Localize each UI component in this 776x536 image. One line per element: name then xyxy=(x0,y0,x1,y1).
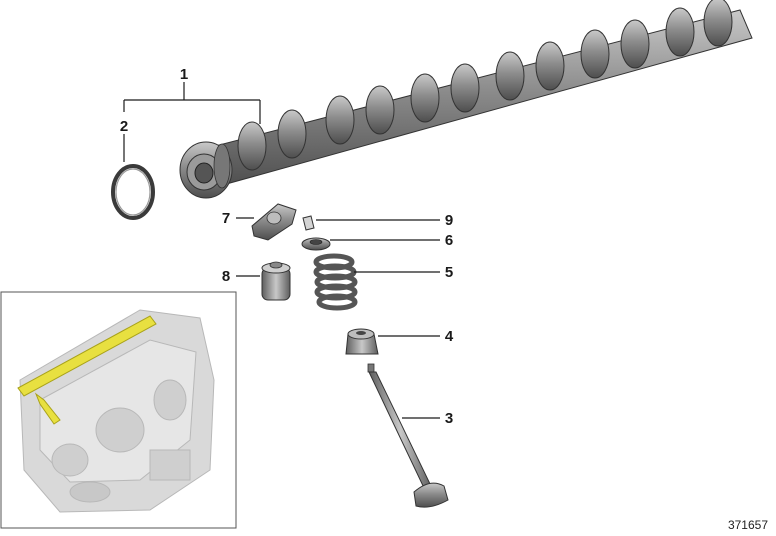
callout-6: 6 xyxy=(445,232,453,249)
callout-3: 3 xyxy=(445,410,453,427)
roller-rocker-arm xyxy=(251,203,297,241)
valve-stem-seal xyxy=(345,328,379,355)
callout-4: 4 xyxy=(445,328,454,345)
valve-spring xyxy=(313,253,358,311)
engine-inset xyxy=(0,291,237,529)
callout-2: 2 xyxy=(120,118,128,135)
callout-7: 7 xyxy=(222,210,230,227)
hydraulic-valve-lifter xyxy=(261,261,291,301)
spring-retainer xyxy=(301,237,331,251)
callout-5: 5 xyxy=(445,264,453,281)
highlighted-camshaft xyxy=(17,315,157,425)
callout-9: 9 xyxy=(445,212,453,229)
callout-1: 1 xyxy=(180,66,188,83)
o-ring xyxy=(111,164,155,220)
valve xyxy=(367,363,449,508)
reference-number: 371657 xyxy=(727,518,768,532)
camshaft xyxy=(179,0,753,199)
valve-cotter xyxy=(302,215,315,231)
leader-lines xyxy=(123,82,440,419)
callout-8: 8 xyxy=(222,268,230,285)
